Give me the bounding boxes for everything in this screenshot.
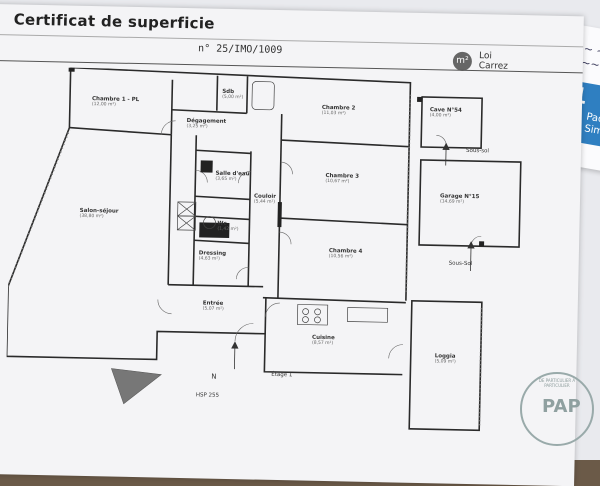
ceiling-height-label: HSP 255 xyxy=(196,392,219,398)
room-label-cuisine: Cuisine(8,57 m²) xyxy=(312,335,335,346)
room-label-dressing: Dressing(4,63 m²) xyxy=(199,250,227,262)
room-label-chambre1: Chambre 1 - PL(12,00 m²) xyxy=(92,96,139,108)
floor-plan-drawing xyxy=(5,66,532,437)
room-label-chambre2: Chambre 2(11,03 m²) xyxy=(322,105,356,117)
room-label-couloir: Couloir(5,44 m²) xyxy=(254,193,276,204)
room-label-entree: Entrée(5,07 m²) xyxy=(203,300,224,311)
stamp-text: PAP xyxy=(542,396,581,417)
basement-label-2: Sous-Sol xyxy=(449,261,473,267)
certificate-sheet: Certificat de superficie n° 25/IMO/1009 … xyxy=(0,4,584,486)
room-label-sdb: Sdb(5,00 m²) xyxy=(222,89,243,100)
north-arrow-icon xyxy=(111,369,162,405)
room-label-cave: Cave N°54(4,00 m²) xyxy=(430,107,462,119)
room-label-garage: Garage N°15(14,69 m²) xyxy=(440,193,479,205)
logo-icon: m² xyxy=(453,52,472,71)
room-label-chambre3: Chambre 3(10,67 m²) xyxy=(325,173,359,185)
room-label-salon-sejour: Salon-séjour(38,80 m²) xyxy=(80,208,119,220)
header-rule xyxy=(0,34,583,47)
reference-number: n° 25/IMO/1009 xyxy=(198,43,283,56)
north-label: N xyxy=(211,373,216,381)
floor-label: Étage 1 xyxy=(271,372,292,378)
basement-label: Sous-sol xyxy=(466,148,489,154)
room-label-degagement: Dégagement(3,25 m²) xyxy=(186,118,226,130)
room-label-salle-eau: Salle d'eau(3,65 m²) xyxy=(215,171,249,183)
room-label-wc: Wc(1,42 m²) xyxy=(217,221,238,232)
room-label-chambre4: Chambre 4(10,56 m²) xyxy=(329,248,363,260)
stamp-ring-text: DE PARTICULIER A PARTICULIER xyxy=(526,378,588,388)
floor-plan: Chambre 1 - PL(12,00 m²) Sdb(5,00 m²) Ch… xyxy=(5,66,532,437)
room-label-loggia: Loggia(5,09 m²) xyxy=(435,353,456,364)
pap-watermark: PAP DE PARTICULIER A PARTICULIER xyxy=(520,372,594,446)
page-title: Certificat de superficie xyxy=(13,10,214,32)
